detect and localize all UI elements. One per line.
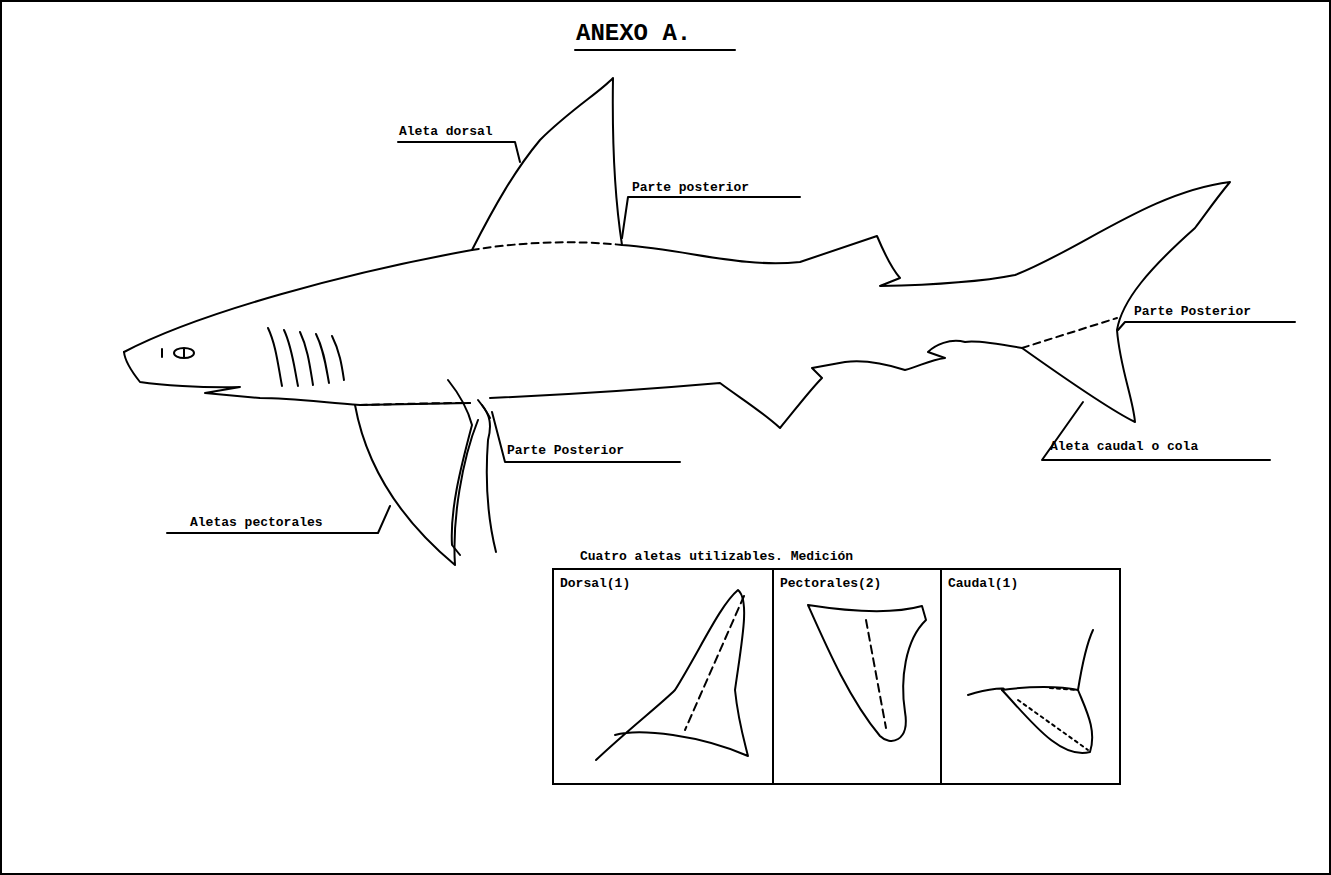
part-label: Parte Posterior — [507, 443, 624, 458]
panel-heading: Cuatro aletas utilizables. Medición — [580, 549, 853, 564]
fin-box: Caudal(1) — [940, 568, 1121, 785]
part-label: Parte posterior — [632, 180, 749, 195]
part-label: Parte Posterior — [1134, 304, 1251, 319]
fin-box: Dorsal(1) — [552, 568, 774, 785]
fin-box: Pectorales(2) — [772, 568, 942, 785]
box-heading: Caudal(1) — [942, 570, 1018, 591]
title: ANEXO A. — [576, 20, 691, 48]
part-label: Aleta dorsal — [399, 124, 493, 139]
part-label: Aleta caudal o cola — [1050, 439, 1198, 454]
part-label: Aletas pectorales — [190, 515, 323, 530]
box-heading: Pectorales(2) — [774, 570, 881, 591]
box-heading: Dorsal(1) — [554, 570, 630, 591]
